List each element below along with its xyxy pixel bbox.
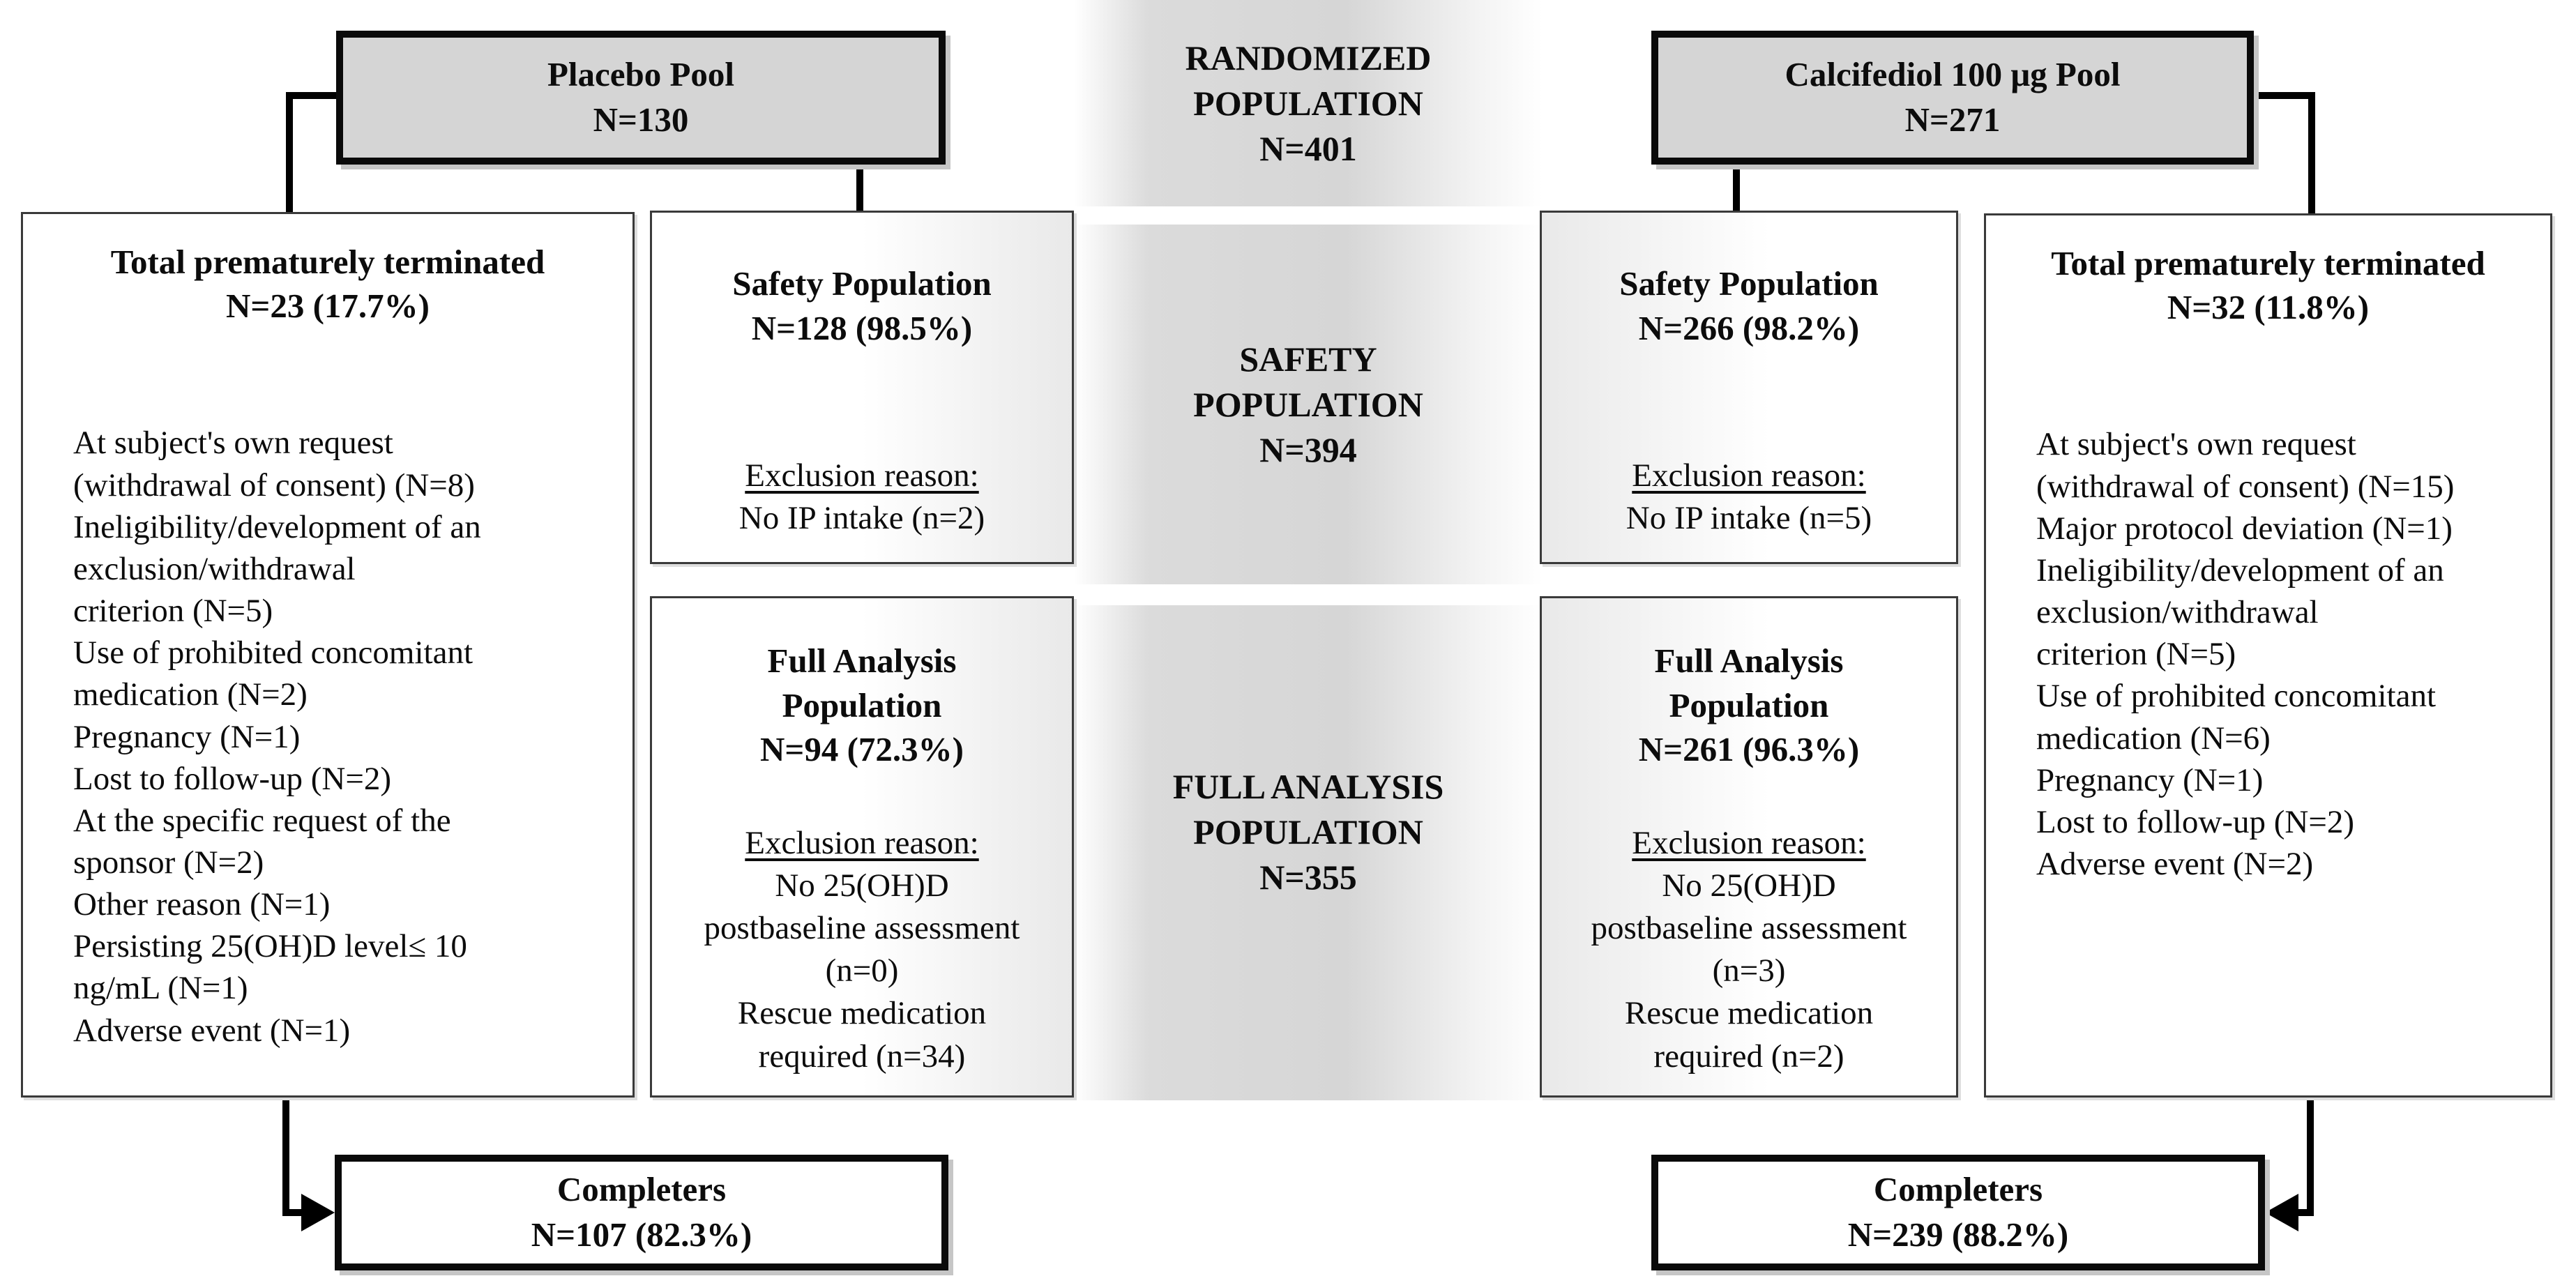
arrowhead-into-completers-left — [301, 1194, 335, 1231]
terminated-left-box: Total prematurely terminated N=23 (17.7%… — [21, 212, 635, 1098]
reason-line: Major protocol deviation (N=1) — [2036, 510, 2453, 547]
fa-band-n: N=355 — [1259, 857, 1357, 897]
fa-right-n: N=261 (96.3%) — [1638, 730, 1860, 769]
safety-left-exclusion-reasons: No IP intake (n=2) — [652, 497, 1072, 540]
connector-calcifediol-to-terminated-right — [2247, 92, 2315, 215]
placebo-pool-box: Placebo Pool N=130 — [336, 31, 946, 165]
safety-population-band: SAFETY POPULATION N=394 — [1074, 225, 1543, 584]
safety-left-exclusion-label: Exclusion reason: — [745, 457, 979, 494]
fa-left-n: N=94 (72.3%) — [760, 730, 964, 769]
safety-population-left-box: Safety Population N=128 (98.5%) Exclusio… — [650, 211, 1074, 564]
terminated-left-n: N=23 (17.7%) — [226, 286, 430, 325]
exclusion-line: (n=0) — [825, 952, 899, 989]
exclusion-line: required (n=34) — [758, 1038, 966, 1075]
reason-line: Ineligibility/development of an — [73, 508, 481, 545]
exclusion-line: No IP intake (n=5) — [1626, 500, 1872, 537]
safety-population-right-box: Safety Population N=266 (98.2%) Exclusio… — [1540, 211, 1958, 564]
full-analysis-population-band: FULL ANALYSIS POPULATION N=355 — [1074, 605, 1543, 1100]
safety-left-title: Safety Population — [732, 264, 992, 303]
randomized-n: N=401 — [1259, 128, 1357, 168]
reason-line: Ineligibility/development of an — [2036, 552, 2444, 589]
reason-line: At subject's own request — [73, 425, 393, 462]
reason-line: medication (N=2) — [73, 676, 308, 713]
exclusion-line: postbaseline assessment — [1591, 910, 1907, 947]
terminated-right-reasons: At subject's own request (withdrawal of c… — [2036, 423, 2529, 885]
reason-line: At the specific request of the — [73, 802, 451, 839]
safety-right-title: Safety Population — [1619, 264, 1879, 303]
completers-left-title: Completers — [556, 1170, 727, 1209]
fa-band-title: FULL ANALYSIS POPULATION — [1172, 766, 1444, 851]
randomized-title: RANDOMIZED POPULATION — [1185, 38, 1432, 123]
fa-right-exclusion-reasons: No 25(OH)D postbaseline assessment (n=3) Re… — [1542, 865, 1956, 1077]
reason-line: Persisting 25(OH)D level≤ 10 — [73, 928, 467, 965]
reason-line: Other reason (N=1) — [73, 886, 331, 923]
reason-line: Pregnancy (N=1) — [73, 718, 301, 755]
randomized-population-band: RANDOMIZED POPULATION N=401 — [1074, 0, 1543, 206]
reason-line: exclusion/withdrawal — [73, 550, 356, 587]
fa-right-title: Full Analysis Population — [1654, 642, 1844, 724]
safety-right-n: N=266 (98.2%) — [1638, 308, 1860, 347]
reason-line: sponsor (N=2) — [73, 844, 264, 881]
terminated-right-n: N=32 (11.8%) — [2167, 287, 2370, 326]
terminated-left-reasons: At subject's own request (withdrawal of c… — [73, 422, 612, 1051]
safety-left-n: N=128 (98.5%) — [751, 308, 973, 347]
fa-left-exclusion-label: Exclusion reason: — [745, 825, 979, 862]
reason-line: Adverse event (N=1) — [73, 1012, 351, 1049]
safety-band-title: SAFETY POPULATION — [1193, 339, 1423, 424]
reason-line: criterion (N=5) — [2036, 636, 2236, 673]
calcifediol-pool-title: Calcifediol 100 μg Pool — [1785, 55, 2121, 94]
completers-left-box: Completers N=107 (82.3%) — [335, 1155, 948, 1270]
terminated-left-title: Total prematurely terminated — [110, 243, 545, 281]
arrowhead-into-completers-right — [2265, 1194, 2298, 1231]
exclusion-line: (n=3) — [1712, 952, 1786, 989]
reason-line: Use of prohibited concomitant — [2036, 678, 2436, 715]
reason-line: medication (N=6) — [2036, 720, 2271, 757]
reason-line: ng/mL (N=1) — [73, 970, 248, 1007]
reason-line: (withdrawal of consent) (N=15) — [2036, 468, 2455, 505]
completers-right-box: Completers N=239 (88.2%) — [1651, 1155, 2265, 1270]
safety-right-exclusion-reasons: No IP intake (n=5) — [1542, 497, 1956, 540]
terminated-right-title: Total prematurely terminated — [2051, 244, 2485, 282]
full-analysis-left-box: Full Analysis Population N=94 (72.3%) Ex… — [650, 596, 1074, 1098]
reason-line: exclusion/withdrawal — [2036, 594, 2319, 631]
exclusion-line: No 25(OH)D — [775, 867, 949, 904]
placebo-pool-n: N=130 — [593, 100, 689, 139]
completers-right-n: N=239 (88.2%) — [1847, 1215, 2069, 1254]
reason-line: criterion (N=5) — [73, 593, 273, 630]
calcifediol-pool-box: Calcifediol 100 μg Pool N=271 — [1651, 31, 2254, 165]
reason-line: Lost to follow-up (N=2) — [73, 760, 391, 797]
exclusion-line: required (n=2) — [1653, 1038, 1844, 1075]
completers-right-title: Completers — [1873, 1170, 2043, 1209]
completers-left-n: N=107 (82.3%) — [531, 1215, 752, 1254]
connector-terminated-left-to-completers — [282, 1095, 304, 1216]
connector-terminated-right-to-completers — [2296, 1095, 2314, 1216]
full-analysis-right-box: Full Analysis Population N=261 (96.3%) E… — [1540, 596, 1958, 1098]
reason-line: Lost to follow-up (N=2) — [2036, 803, 2354, 840]
exclusion-line: Rescue medication — [737, 995, 987, 1032]
exclusion-line: No IP intake (n=2) — [738, 500, 985, 537]
exclusion-line: No 25(OH)D — [1662, 867, 1836, 904]
fa-right-exclusion-label: Exclusion reason: — [1632, 825, 1866, 862]
reason-line: (withdrawal of consent) (N=8) — [73, 466, 475, 503]
reason-line: Use of prohibited concomitant — [73, 635, 473, 671]
reason-line: Pregnancy (N=1) — [2036, 761, 2264, 798]
placebo-pool-title: Placebo Pool — [547, 55, 735, 94]
calcifediol-pool-n: N=271 — [1904, 100, 2001, 139]
safety-band-n: N=394 — [1259, 430, 1357, 469]
reason-line: Adverse event (N=2) — [2036, 846, 2314, 882]
exclusion-line: Rescue medication — [1624, 995, 1874, 1032]
fa-left-exclusion-reasons: No 25(OH)D postbaseline assessment (n=0) Re… — [652, 865, 1072, 1077]
safety-right-exclusion-label: Exclusion reason: — [1632, 457, 1866, 494]
reason-line: At subject's own request — [2036, 426, 2356, 463]
terminated-right-box: Total prematurely terminated N=32 (11.8%… — [1984, 213, 2552, 1098]
exclusion-line: postbaseline assessment — [704, 910, 1020, 947]
fa-left-title: Full Analysis Population — [767, 642, 957, 724]
connector-placebo-to-terminated-left — [286, 92, 336, 213]
